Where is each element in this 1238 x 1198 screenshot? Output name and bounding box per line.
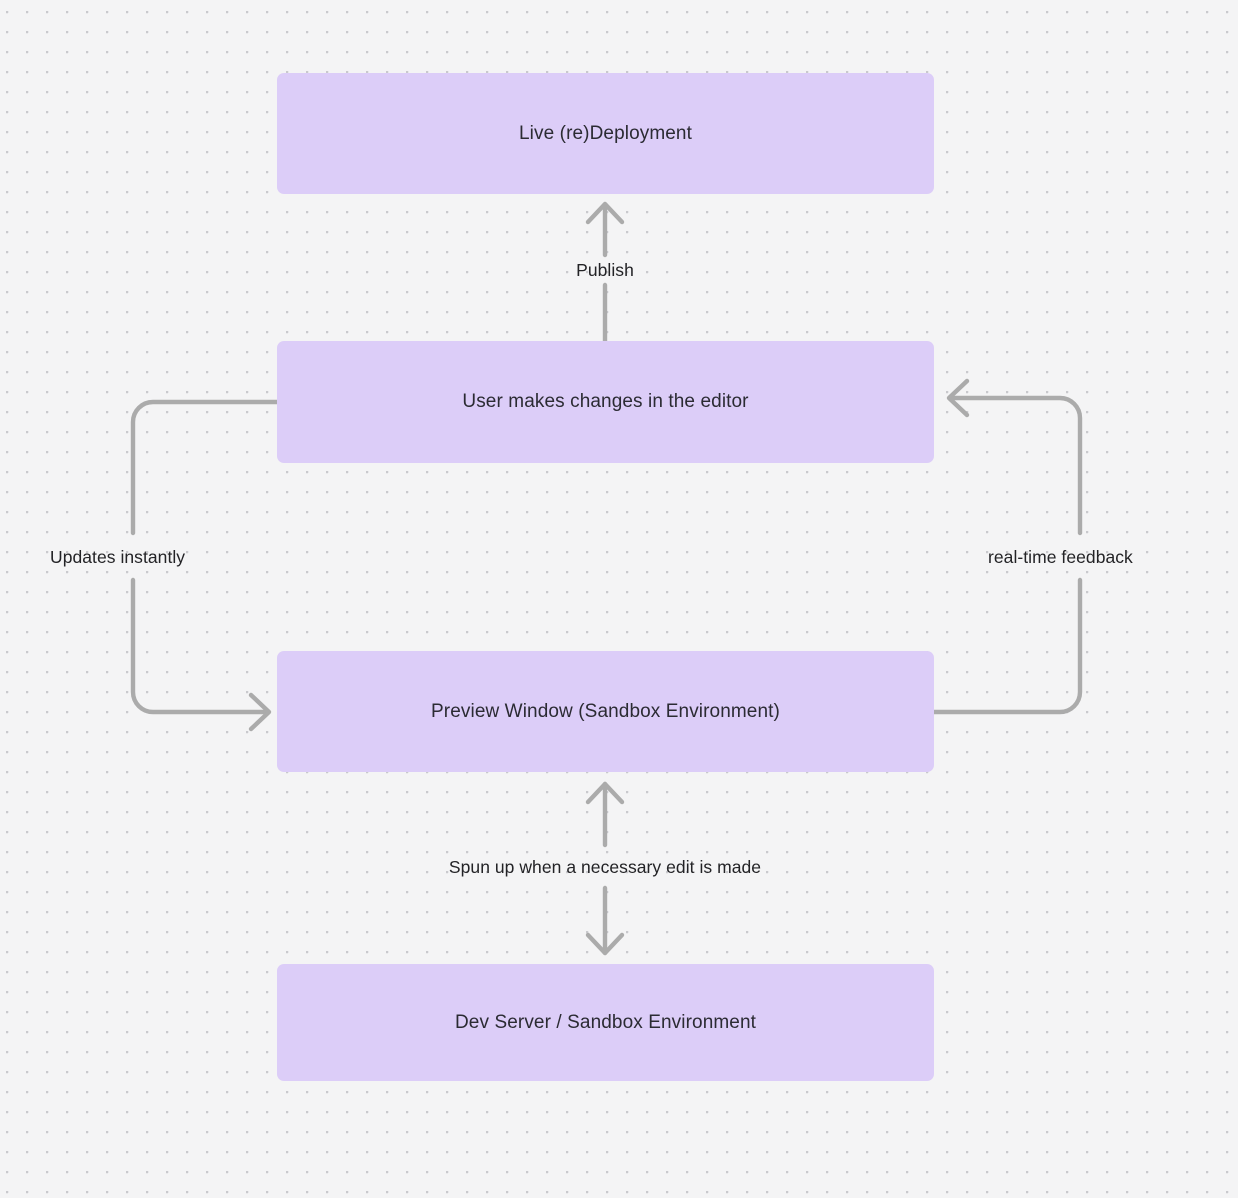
node-label: Live (re)Deployment (519, 122, 692, 144)
edge-label-updates-instantly: Updates instantly (50, 547, 186, 567)
node-preview-window[interactable]: Preview Window (Sandbox Environment) (277, 651, 934, 772)
node-label: Dev Server / Sandbox Environment (454, 1011, 756, 1033)
edge-label-publish: Publish (576, 260, 634, 280)
edge-label-real-time-feedback: real-time feedback (988, 547, 1133, 567)
node-label: Preview Window (Sandbox Environment) (431, 700, 780, 722)
node-live-deployment[interactable]: Live (re)Deployment (277, 73, 934, 194)
node-label: User makes changes in the editor (462, 391, 749, 413)
edge-label-spun-up: Spun up when a necessary edit is made (448, 857, 762, 877)
node-dev-server[interactable]: Dev Server / Sandbox Environment (277, 964, 934, 1081)
node-user-edits[interactable]: User makes changes in the editor (277, 341, 934, 463)
